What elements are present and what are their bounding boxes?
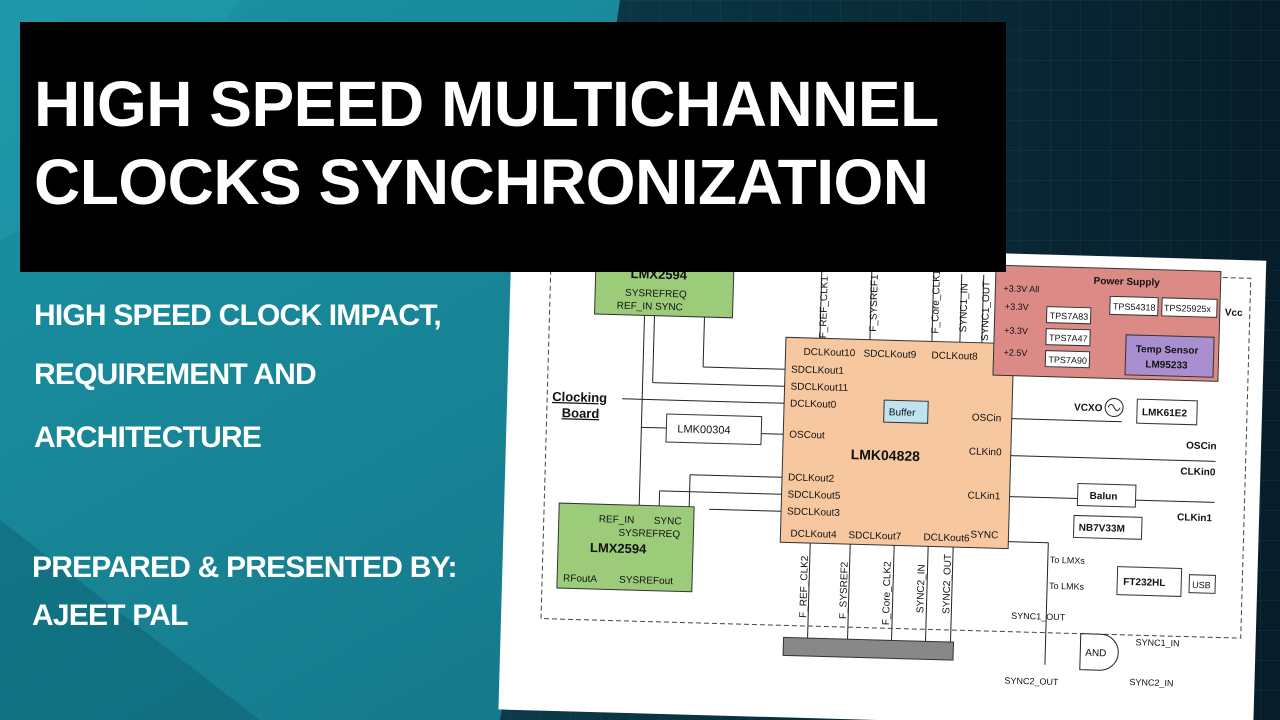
nb7v33m-block	[1072, 514, 1143, 540]
pin-sdclkout1: SDCLKout1	[791, 364, 845, 376]
pin-dclkout4: DCLKout4	[790, 529, 837, 541]
sig-f-core-clk2: F_Core_CLK2	[881, 561, 894, 626]
subtitle-line-2: REQUIREMENT AND	[34, 358, 317, 391]
sync2-in-label: SYNC2_IN	[1129, 677, 1173, 688]
tps7a83-label: TPS7A83	[1050, 311, 1089, 322]
sig-f-sysref2: F_SYSREF2	[838, 561, 851, 619]
rail-2v5: +2.5V	[1003, 347, 1027, 358]
vcc-label: Vcc	[1225, 308, 1244, 320]
temp-sensor-part: LM95233	[1145, 359, 1188, 371]
title-banner: HIGH SPEED MULTICHANNEL CLOCKS SYNCHRONI…	[20, 22, 1006, 272]
tps25925x-chip	[1161, 297, 1218, 318]
usb-label: USB	[1192, 580, 1211, 591]
rail-3v3-all: +3.3V All	[1003, 283, 1039, 294]
sig-f-ref-clk2: F_REF_CLK2	[798, 555, 811, 618]
clocking-board-label-1: Clocking	[552, 389, 607, 406]
power-supply-title: Power Supply	[1093, 276, 1160, 289]
vcxo-label: VCXO	[1074, 402, 1103, 414]
pin-sdclkout9: SDCLKout9	[863, 348, 917, 360]
sig-f-ref-clk1: F_REF_CLK1	[818, 276, 831, 339]
lmk61e2-label: LMK61E2	[1142, 407, 1188, 419]
sine-wave-icon	[1107, 403, 1121, 412]
lmx-bottom-pin-sysrefout: SYSREFout	[619, 575, 673, 588]
tps7a83-chip	[1045, 306, 1092, 325]
sync2-out-label: SYNC2_OUT	[1004, 676, 1059, 688]
pin-dclkout10: DCLKout10	[803, 347, 855, 359]
pin-oscout: OSCout	[789, 429, 825, 441]
tps54318-label: TPS54318	[1113, 301, 1156, 312]
clocking-board-label-2: Board	[562, 405, 600, 421]
lmx-bottom-pin-refin: REF_IN	[599, 514, 635, 526]
pin-sdclkout5: SDCLKout5	[787, 489, 841, 501]
sig-f-sysref1: F_SYSREF1	[868, 274, 881, 332]
sig-sync1-out: SYNC1_OUT	[980, 281, 993, 341]
temp-sensor-block	[1124, 334, 1215, 378]
rail-3v3-b: +3.3V	[1004, 325, 1028, 336]
sig-sync2-in: SYNC2_IN	[915, 564, 927, 613]
lmx-bottom-pin-sysrefreq: SYSREFREQ	[618, 528, 680, 541]
and-gate-icon	[1079, 633, 1119, 671]
pin-clkin1: CLKin1	[967, 490, 1001, 502]
to-lmxs-label: To LMXs	[1050, 555, 1086, 566]
oscin-input-label: OSCin	[1186, 441, 1217, 453]
lmk00304-label: LMK00304	[677, 423, 731, 436]
pin-dclkout8: DCLKout8	[931, 350, 978, 362]
tps25925x-label: TPS25925x	[1164, 303, 1212, 314]
balun-block	[1076, 483, 1137, 508]
nb7v33m-label: NB7V33M	[1079, 523, 1125, 535]
tps7a47-chip	[1045, 328, 1091, 347]
pin-oscin: OSCin	[972, 413, 1002, 425]
clkin1-input-label: CLKin1	[1177, 512, 1213, 524]
ft232hl-chip	[1116, 566, 1183, 597]
lmx-bottom-pin-sync: SYNC	[654, 516, 682, 528]
pin-dclkout2: DCLKout2	[788, 472, 835, 484]
lmx2594-bottom-chip	[556, 502, 695, 593]
clkin0-input-label: CLKin0	[1180, 466, 1216, 478]
subtitle-line-1: HIGH SPEED CLOCK IMPACT,	[34, 299, 442, 332]
lmx2594-bottom-label: LMX2594	[590, 540, 648, 557]
lmk04828-label: LMK04828	[850, 446, 920, 464]
tps7a90-chip	[1044, 350, 1091, 369]
buffer-block	[883, 399, 929, 424]
title-line-1: HIGH SPEED MULTICHANNEL	[34, 68, 939, 140]
pin-dclkout0: DCLKout0	[790, 398, 837, 410]
pin-sync: SYNC	[970, 530, 998, 542]
lmx-top-pin-sysrefreq: SYSREFREQ	[625, 288, 687, 301]
ft232hl-label: FT232HL	[1123, 577, 1166, 589]
connector-bar	[782, 636, 955, 661]
subtitle-line-3: ARCHITECTURE	[34, 421, 262, 454]
sig-sync1-in: SYNC1_IN	[958, 283, 970, 332]
pin-clkin0: CLKin0	[969, 446, 1003, 458]
and-gate-label: AND	[1085, 648, 1106, 660]
balun-label: Balun	[1089, 491, 1117, 503]
presenter-name: AJEET PAL	[32, 599, 188, 632]
temp-sensor-title: Temp Sensor	[1136, 344, 1199, 357]
lmx-top-pin-refin-sync: REF_IN SYNC	[617, 301, 683, 314]
board-outline	[540, 258, 1252, 639]
pin-sdclkout11: SDCLKout11	[790, 381, 848, 394]
usb-port	[1188, 574, 1216, 594]
sig-f-core-clk1: F_Core_CLK1	[930, 269, 943, 334]
lmk61e2-chip	[1136, 398, 1198, 426]
lmx-bottom-pin-rfouta: RFoutA	[563, 573, 598, 585]
tps7a47-label: TPS7A47	[1049, 333, 1088, 344]
pin-sdclkout7: SDCLKout7	[848, 530, 902, 542]
sig-sync2-out: SYNC2_OUT	[941, 554, 954, 614]
to-lmks-label: To LMKs	[1049, 581, 1085, 592]
buffer-label: Buffer	[889, 407, 916, 419]
title-line-2: CLOCKS SYNCHRONIZATION	[34, 146, 929, 218]
pin-dclkout6: DCLKout6	[923, 532, 970, 544]
rail-3v3-a: +3.3V	[1005, 301, 1029, 312]
sync1-in-label: SYNC1_IN	[1135, 637, 1179, 648]
presenter-label: PREPARED & PRESENTED BY:	[32, 551, 458, 584]
sync1-out-label: SYNC1_OUT	[1011, 611, 1066, 623]
tps7a90-label: TPS7A90	[1048, 355, 1087, 366]
tps54318-chip	[1109, 295, 1159, 317]
pin-sdclkout3: SDCLKout3	[787, 506, 841, 518]
